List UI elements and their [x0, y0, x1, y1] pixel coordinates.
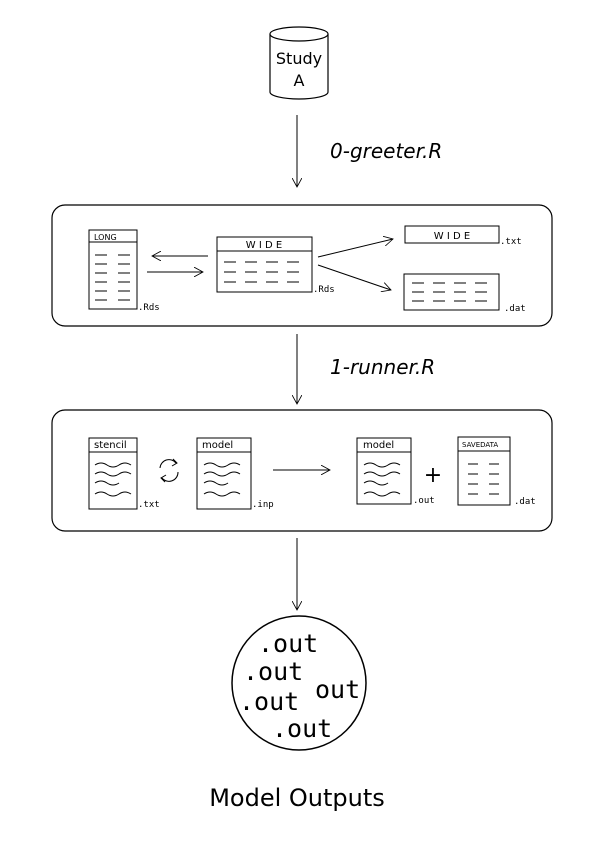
wide-txt-ext: .txt	[500, 237, 522, 247]
wide-table-txt: W I D E .txt	[404, 225, 522, 247]
stencil-label: stencil	[94, 440, 127, 451]
wide-txt-label: W I D E	[434, 231, 470, 242]
model-out-ext: .out	[413, 496, 435, 506]
output-line-3: .out	[239, 687, 299, 716]
output-line-4: out	[315, 675, 360, 704]
step0-script-label: 0-greeter.R	[330, 139, 442, 163]
study-database-icon: Study A	[269, 26, 329, 100]
panel-greeter-outputs	[51, 204, 553, 327]
stencil-document: stencil .txt	[88, 437, 160, 510]
study-label-line2: A	[294, 71, 305, 90]
model-out-document: model .out	[356, 437, 435, 506]
savedata-document: SAVEDATA .dat	[457, 436, 536, 507]
savedata-ext: .dat	[514, 497, 536, 507]
panel-runner-outputs	[51, 409, 553, 532]
dat-table: .dat	[403, 273, 526, 314]
wide-table-ext: .Rds	[313, 285, 335, 295]
plus-sign: +	[424, 463, 442, 488]
long-table: LONG .Rds	[88, 229, 160, 313]
long-table-label: LONG	[94, 233, 117, 242]
outputs-caption: Model Outputs	[209, 784, 385, 812]
arrow-wide-to-dat	[317, 264, 391, 290]
cycle-icon	[159, 458, 179, 483]
output-line-2: .out	[243, 657, 303, 686]
stencil-ext: .txt	[138, 500, 160, 510]
output-line-5: .out	[272, 714, 332, 743]
model-inp-label: model	[202, 440, 233, 451]
study-label-line1: Study	[276, 49, 322, 68]
model-out-label: model	[363, 440, 394, 451]
savedata-label: SAVEDATA	[462, 441, 498, 449]
model-inp-document: model .inp	[196, 437, 274, 510]
step1-script-label: 1-runner.R	[330, 355, 435, 379]
dat-table-ext: .dat	[504, 304, 526, 314]
output-line-1: .out	[258, 629, 318, 658]
model-inp-ext: .inp	[252, 500, 274, 510]
wide-table-rds: W I D E .Rds	[216, 236, 335, 295]
arrow-wide-to-txt	[317, 239, 393, 258]
model-outputs-circle: .out .out .out out .out	[231, 615, 367, 751]
wide-table-label: W I D E	[246, 240, 282, 251]
long-table-ext: .Rds	[138, 303, 160, 313]
